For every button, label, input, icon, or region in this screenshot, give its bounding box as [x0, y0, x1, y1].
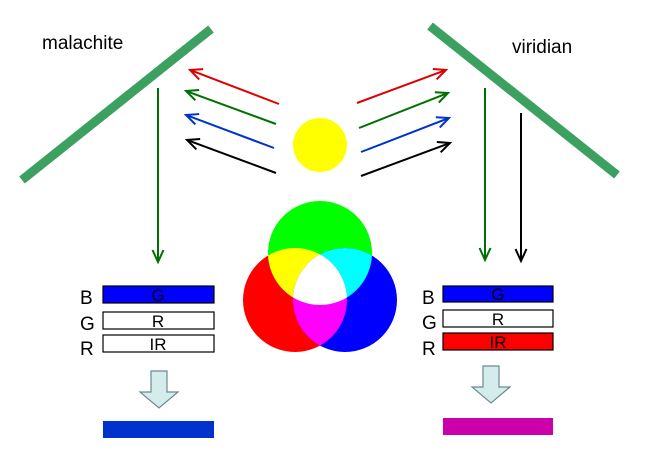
right-incident-rays [356, 68, 453, 177]
left-band-bar-g [102, 311, 215, 330]
left-ray-arrow-2 [183, 113, 275, 149]
left-reflected-arrows [151, 88, 165, 265]
right-ray-arrow-3 [360, 141, 453, 177]
left-down-block-arrow-icon [138, 370, 180, 409]
right-side-label-g: G [422, 313, 437, 334]
right-side-label-b: B [422, 288, 435, 309]
right-down-block-arrow-icon [470, 365, 512, 404]
rgb-venn-diagram [243, 201, 397, 352]
left-bar-label-g: G [151, 286, 164, 305]
left-ray-arrow-3 [184, 138, 277, 174]
left-side-label-b: B [80, 288, 93, 309]
malachite-label: malachite [42, 33, 123, 54]
left-incident-rays [183, 68, 280, 174]
left-side-label-r: R [80, 339, 94, 360]
left-band-bar-b [102, 285, 215, 304]
right-side-label-r: R [422, 339, 436, 360]
right-drop-arrow-1 [514, 113, 528, 264]
left-band-bar-r [102, 334, 215, 353]
right-reflected-arrows [478, 88, 528, 264]
viridian-label: viridian [512, 37, 572, 58]
right-bar-label-ir: IR [490, 333, 507, 352]
right-result-color-bar [443, 418, 553, 435]
right-drop-arrow-0 [478, 88, 492, 263]
left-ray-arrow-1 [183, 88, 277, 125]
right-ray-arrow-2 [360, 116, 452, 153]
left-band-stack: B G G R R IR [80, 285, 215, 360]
right-bar-label-r: R [492, 310, 504, 329]
right-band-stack: B G G R R IR [422, 285, 554, 360]
left-mirror [19, 25, 214, 184]
right-band-bar-b [442, 285, 554, 303]
left-bar-label-r: R [152, 312, 164, 331]
right-mirror [427, 22, 620, 179]
left-drop-arrow-0 [151, 88, 165, 265]
light-source-sun [293, 118, 347, 172]
left-ray-arrow-0 [187, 68, 280, 105]
right-band-bar-g [442, 309, 554, 328]
right-bar-label-g: G [491, 285, 504, 304]
left-bar-label-ir: IR [150, 335, 167, 354]
left-result-color-bar [103, 421, 214, 438]
left-side-label-g: G [80, 314, 95, 335]
right-ray-arrow-0 [356, 68, 449, 104]
right-ray-arrow-1 [358, 91, 451, 129]
right-band-bar-r [442, 332, 554, 351]
